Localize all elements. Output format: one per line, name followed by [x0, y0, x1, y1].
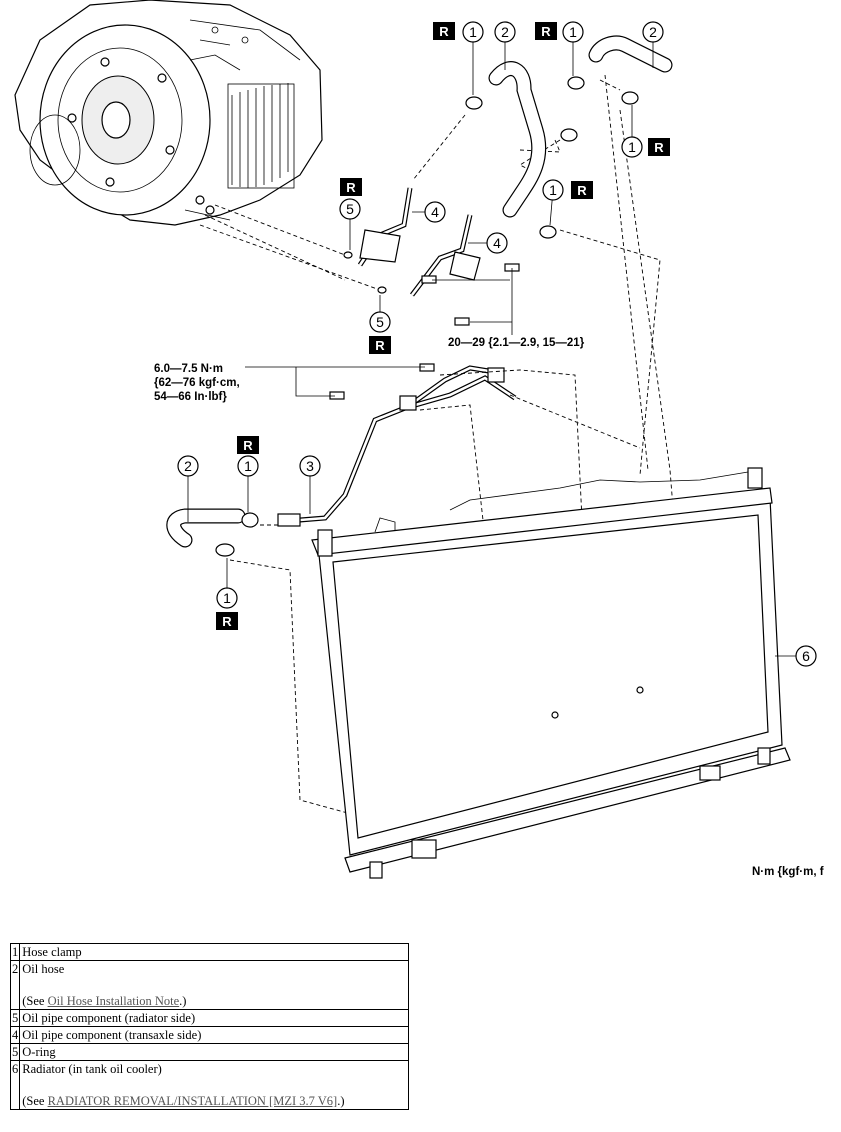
replace-mark: R	[571, 181, 593, 199]
part-note: (See Oil Hose Installation Note.)	[22, 994, 187, 1008]
table-row: 5 Oil pipe component (radiator side)	[9, 1009, 410, 1027]
oil-pipe-transaxle-side	[343, 187, 481, 297]
svg-text:1: 1	[469, 24, 477, 40]
callout-2-lower: 2	[177, 455, 199, 477]
callout-5-upper: 5	[339, 198, 361, 220]
torque-spec-radiator-line3: 54—66 In·lbf}	[154, 391, 227, 403]
svg-text:R: R	[346, 180, 356, 195]
part-number: 1	[9, 943, 21, 961]
part-name: Radiator (in tank oil cooler)	[22, 1062, 162, 1076]
radiator-removal-installation-link[interactable]: RADIATOR REMOVAL/INSTALLATION [MZI 3.7 V…	[47, 1094, 338, 1108]
bolts	[329, 263, 520, 400]
torque-spec-radiator-line1: 6.0—7.5 N·m	[154, 363, 223, 375]
replace-mark: R	[433, 22, 455, 40]
part-name: Hose clamp	[19, 943, 410, 961]
callout-3: 3	[299, 455, 321, 477]
svg-text:1: 1	[549, 182, 557, 198]
svg-text:1: 1	[223, 590, 231, 606]
replace-mark: R	[648, 138, 670, 156]
torque-spec-radiator-line2: {62—76 kgf·cm,	[154, 377, 240, 389]
svg-text:R: R	[654, 140, 664, 155]
callout-1-top-left: 1	[462, 21, 484, 43]
table-row: 1 Hose clamp	[9, 943, 410, 961]
exploded-diagram: 1 2 1 2 1 1 4 5 4 5 2 1	[14, 0, 824, 879]
part-description: Radiator (in tank oil cooler) (See RADIA…	[19, 1060, 410, 1110]
parts-table: 1 Hose clamp 2 Oil hose (See Oil Hose In…	[9, 943, 410, 1110]
svg-text:R: R	[439, 24, 449, 39]
svg-text:5: 5	[346, 201, 354, 217]
transaxle-illustration	[14, 0, 323, 226]
svg-text:1: 1	[244, 458, 252, 474]
table-row: 2 Oil hose (See Oil Hose Installation No…	[9, 960, 410, 1010]
callout-2-top: 2	[494, 21, 516, 43]
replace-mark: R	[216, 612, 238, 630]
svg-text:5: 5	[376, 314, 384, 330]
part-description: Oil hose (See Oil Hose Installation Note…	[19, 960, 410, 1010]
callout-6: 6	[795, 645, 817, 667]
oil-hose-lower	[166, 508, 259, 557]
hose-clamps-upper	[465, 76, 639, 239]
svg-text:1: 1	[569, 24, 577, 40]
svg-text:4: 4	[493, 235, 501, 251]
radiator	[311, 467, 791, 879]
svg-text:R: R	[541, 24, 551, 39]
replace-mark: R	[340, 178, 362, 196]
part-name: Oil pipe component (radiator side)	[19, 1009, 410, 1027]
svg-text:2: 2	[501, 24, 509, 40]
callout-4-upper: 4	[424, 201, 446, 223]
table-row: 4 Oil pipe component (transaxle side)	[9, 1026, 410, 1044]
replace-mark: R	[535, 22, 557, 40]
callout-1-lower-top: 1	[237, 455, 259, 477]
svg-text:1: 1	[628, 139, 636, 155]
part-number: 5	[9, 1009, 21, 1027]
replace-mark: R	[237, 436, 259, 454]
callout-2-top-right: 2	[642, 21, 664, 43]
part-name: O-ring	[19, 1043, 410, 1061]
part-name: Oil hose	[22, 962, 65, 976]
svg-text:R: R	[375, 338, 385, 353]
svg-text:R: R	[577, 183, 587, 198]
svg-text:6: 6	[802, 648, 810, 664]
svg-text:R: R	[243, 438, 253, 453]
part-number: 5	[9, 1043, 21, 1061]
svg-text:3: 3	[306, 458, 314, 474]
part-note: (See RADIATOR REMOVAL/INSTALLATION [MZI …	[22, 1094, 345, 1108]
callout-5-lower: 5	[369, 311, 391, 333]
oil-hose-installation-note-link[interactable]: Oil Hose Installation Note	[47, 994, 180, 1008]
unit-legend: N·m {kgf·m, f	[752, 866, 824, 878]
callout-4-lower: 4	[486, 232, 508, 254]
svg-text:R: R	[222, 614, 232, 629]
callout-1-right: 1	[621, 136, 643, 158]
svg-text:2: 2	[649, 24, 657, 40]
part-number: 4	[9, 1026, 21, 1044]
part-number: 6	[9, 1060, 21, 1110]
part-name: Oil pipe component (transaxle side)	[19, 1026, 410, 1044]
oil-pipe-radiator-side	[277, 365, 517, 527]
part-number: 2	[9, 960, 21, 1010]
torque-spec-pipe: 20—29 {2.1—2.9, 15—21}	[448, 337, 585, 349]
callout-1-right-lower: 1	[542, 179, 564, 201]
replace-mark: R	[369, 336, 391, 354]
table-row: 5 O-ring	[9, 1043, 410, 1061]
svg-text:2: 2	[184, 458, 192, 474]
svg-text:4: 4	[431, 204, 439, 220]
callout-1-top-middle: 1	[562, 21, 584, 43]
callout-1-lower-bottom: 1	[216, 587, 238, 609]
oil-hose-upper	[488, 35, 673, 218]
table-row: 6 Radiator (in tank oil cooler) (See RAD…	[9, 1060, 410, 1110]
